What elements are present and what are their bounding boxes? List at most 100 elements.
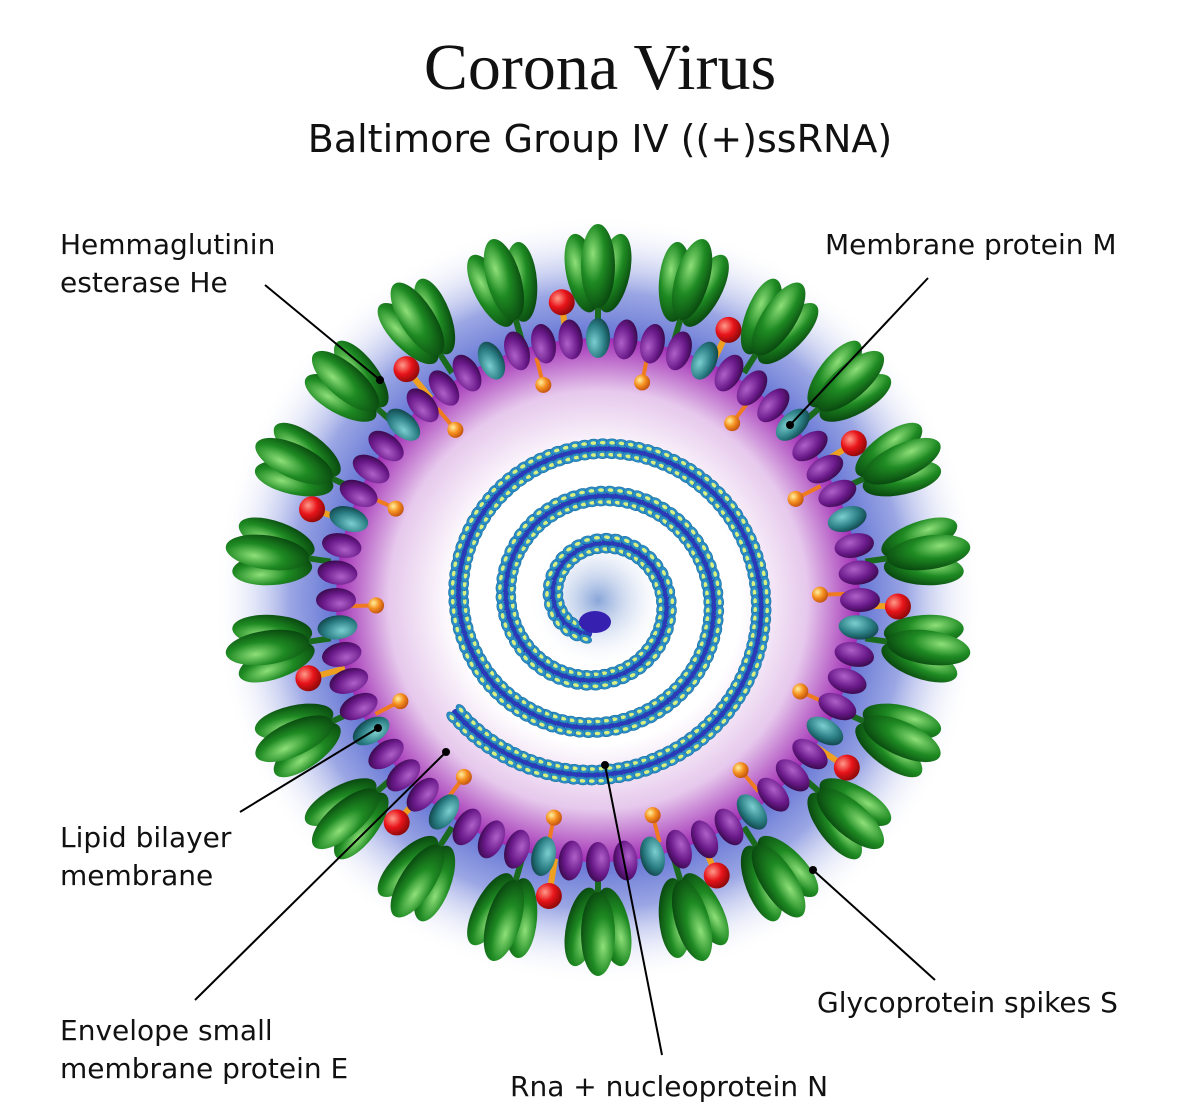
leader-dot (374, 724, 382, 732)
nucleoprotein-dot (618, 441, 625, 446)
nucleoprotein-dot (512, 484, 518, 490)
nucleoprotein-dot (717, 599, 722, 606)
nucleoprotein-dot (470, 720, 476, 726)
page-subtitle: Baltimore Group IV ((+)ssRNA) (307, 117, 893, 161)
nucleoprotein-dot (640, 758, 647, 763)
nucleoprotein-dot (689, 480, 695, 486)
nucleoprotein-dot (732, 681, 738, 688)
nucleoprotein-dot (727, 711, 733, 717)
nucleoprotein-dot (545, 451, 551, 456)
nucleoprotein-dot (696, 470, 703, 476)
lipid-bead (714, 354, 744, 392)
spike-lobe (886, 534, 971, 571)
membrane-protein-m (690, 341, 719, 380)
nucleoprotein-dot (737, 674, 742, 680)
nucleoprotein-dot (698, 565, 703, 572)
membrane-protein-m (477, 341, 506, 380)
nucleoprotein-dot (615, 764, 622, 769)
nucleoprotein-dot (765, 598, 769, 605)
nucleoprotein-dot (515, 619, 519, 625)
spike-icon (800, 774, 892, 860)
nucleoprotein-dot (705, 598, 710, 605)
nucleoprotein-dot (753, 543, 758, 550)
leader-dot (786, 421, 794, 429)
membrane-protein-m (640, 836, 665, 876)
nucleoprotein-dot (543, 711, 550, 716)
nucleoprotein-dot (708, 732, 714, 738)
nucleoprotein-dot (686, 543, 691, 549)
lipid-bead (406, 388, 439, 423)
nucleoprotein-dot (555, 620, 560, 627)
nucleoprotein-dot (458, 543, 463, 549)
nucleoprotein-dot (598, 488, 605, 492)
nucleoprotein-dot (485, 684, 491, 690)
nucleoprotein-dot (594, 731, 601, 736)
nucleoprotein-dot (666, 627, 672, 634)
nucleoprotein-dot (643, 770, 650, 774)
nucleoprotein-dot (499, 574, 503, 581)
nucleoprotein-dot (584, 538, 591, 542)
nucleoprotein-dot (513, 709, 520, 715)
nucleoprotein-dot (450, 579, 455, 586)
nucleoprotein-dot (546, 601, 551, 608)
label-line: Lipid bilayer (60, 821, 232, 854)
nucleoprotein-dot (501, 683, 506, 689)
rna-core (579, 611, 611, 633)
nucleoprotein-dot (525, 474, 532, 479)
nucleoprotein-dot (475, 531, 480, 538)
nucleoprotein-dot (645, 661, 651, 666)
nucleoprotein-dot (657, 614, 662, 621)
nucleoprotein-dot (633, 456, 640, 460)
nucleoprotein-dot (507, 760, 514, 765)
nucleoprotein-dot (711, 482, 717, 488)
spike-icon (377, 278, 456, 375)
nucleoprotein-dot (672, 744, 678, 749)
nucleoprotein-dot (530, 718, 536, 724)
nucleoprotein-dot (507, 547, 512, 553)
nucleoprotein-dot (701, 573, 706, 580)
nucleoprotein-dot (464, 564, 469, 571)
nucleoprotein-dot (499, 496, 505, 502)
spike-lobe (390, 282, 445, 356)
nucleoprotein-dot (579, 779, 586, 783)
nucleoprotein-dot (606, 500, 613, 504)
nucleoprotein-dot (715, 580, 720, 587)
nucleoprotein-dot (626, 490, 633, 495)
e-protein-icon (644, 807, 661, 824)
label-line: Rna + nucleoprotein N (510, 1070, 829, 1103)
lipid-bead (736, 370, 768, 406)
nucleoprotein-dot (593, 535, 600, 540)
nucleoprotein-dot (648, 638, 654, 644)
nucleoprotein-dot (463, 572, 468, 579)
nucleoprotein-dot (558, 576, 564, 583)
nucleoprotein-dot (619, 715, 626, 720)
label-line: Membrane protein M (825, 228, 1117, 261)
spike-icon (564, 224, 632, 330)
nucleoprotein-dot (545, 673, 552, 678)
nucleoprotein-dot (450, 589, 455, 596)
lipid-bead (452, 354, 482, 392)
nucleoprotein-dot (516, 764, 522, 769)
nucleoprotein-dot (599, 452, 606, 457)
nucleoprotein-dot (674, 471, 681, 476)
nucleoprotein-dot (715, 503, 720, 509)
nucleoprotein-dot (720, 510, 726, 516)
nucleoprotein-dot (625, 775, 632, 779)
nucleoprotein-dot (551, 775, 558, 780)
nucleoprotein-dot (760, 644, 765, 651)
nucleoprotein-dot (557, 584, 562, 591)
nucleoprotein-dot (608, 452, 615, 457)
nucleoprotein-dot (543, 520, 549, 525)
lipid-bead (368, 738, 404, 770)
nucleoprotein-dot (623, 502, 630, 507)
nucleoprotein-dot (664, 452, 670, 458)
spike-icon (225, 517, 332, 586)
spike-icon (467, 238, 538, 342)
nucleoprotein-dot (462, 589, 467, 596)
lipid-bead (838, 560, 879, 585)
he-ball-icon (548, 289, 575, 316)
lipid-bead (834, 642, 874, 667)
nucleoprotein-dot (764, 588, 769, 595)
nucleoprotein-dot (736, 510, 741, 517)
